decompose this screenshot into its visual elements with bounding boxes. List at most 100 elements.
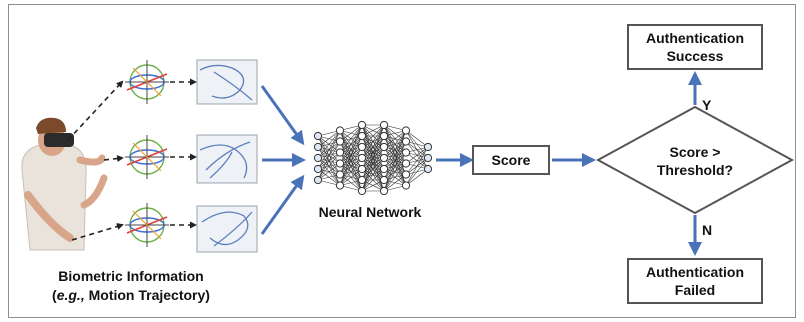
nn-node — [335, 159, 345, 168]
nn-node — [313, 164, 323, 174]
caption-rest: Motion Trajectory) — [84, 287, 210, 303]
nn-node — [401, 181, 411, 190]
diagram-frame — [8, 4, 796, 318]
no-label: N — [702, 222, 713, 238]
nn-node — [357, 131, 367, 141]
nn-edge — [317, 163, 341, 181]
network-label: Neural Network — [318, 204, 422, 220]
vr-user-figure — [21, 117, 108, 251]
nn-node — [379, 164, 389, 174]
input-caption-line2: (e.g., Motion Trajectory) — [26, 286, 236, 305]
nn-node — [357, 153, 367, 163]
input-caption-line1: Biometric Information — [58, 268, 204, 284]
motion-axis-icon — [125, 60, 169, 104]
nn-edge — [383, 174, 407, 192]
score-label: Score — [491, 152, 531, 168]
nn-edge — [405, 146, 429, 186]
nn-edge — [339, 157, 363, 186]
caption-italic: e.g., — [56, 287, 85, 303]
nn-node — [313, 131, 323, 141]
nn-edge — [339, 124, 363, 153]
input-arrows — [260, 85, 306, 235]
nn-node — [335, 148, 345, 157]
failed-line2: Failed — [674, 282, 716, 298]
motion-axis-icon — [125, 203, 169, 247]
nn-edge — [339, 168, 363, 186]
nn-edge — [405, 146, 429, 164]
nn-node — [357, 142, 367, 152]
decision-label: Score > Threshold? — [620, 143, 770, 179]
nn-edge — [383, 163, 407, 192]
success-line2: Success — [666, 48, 724, 64]
nn-edge — [339, 146, 363, 186]
nn-edge — [339, 124, 363, 175]
success-line1: Authentication — [646, 30, 744, 46]
nn-edge — [317, 130, 341, 170]
nn-node — [313, 142, 323, 152]
nn-node — [379, 175, 389, 185]
input-caption: Biometric Information (e.g., Motion Traj… — [26, 267, 236, 305]
nn-node — [401, 137, 411, 146]
nn-node — [379, 142, 389, 152]
nn-node — [357, 186, 367, 196]
nn-node — [335, 181, 345, 190]
nn-node — [357, 164, 367, 174]
neural-network-icon — [313, 120, 433, 196]
nn-edge — [405, 168, 429, 186]
nn-edge — [361, 124, 385, 148]
nn-edge — [383, 130, 407, 148]
nn-node — [423, 142, 433, 152]
nn-node — [379, 153, 389, 163]
yes-label: Y — [702, 97, 712, 113]
trajectory-plot — [196, 134, 258, 184]
trajectory-plot — [196, 205, 258, 253]
nn-node — [335, 170, 345, 179]
nn-edge — [317, 130, 341, 159]
caption-paren: ( — [52, 287, 57, 303]
nn-node — [401, 148, 411, 157]
nn-edge — [339, 124, 363, 164]
nn-node — [313, 153, 323, 163]
nn-edge — [339, 124, 363, 142]
nn-edge — [361, 146, 385, 192]
nn-node — [379, 120, 389, 130]
nn-node — [401, 126, 411, 135]
nn-node — [335, 126, 345, 135]
nn-node — [401, 170, 411, 179]
nn-edge — [317, 152, 341, 181]
nn-edge — [361, 168, 385, 192]
nn-edge — [317, 141, 341, 181]
score-box: Score — [472, 145, 550, 175]
nn-edge — [405, 146, 429, 175]
nn-node — [357, 175, 367, 185]
nn-edge — [339, 135, 363, 186]
nn-edge — [317, 130, 341, 148]
nn-edge — [405, 157, 429, 186]
nn-node — [423, 153, 433, 163]
decision-line2: Threshold? — [656, 162, 734, 178]
nn-edge — [383, 130, 407, 181]
failed-line1: Authentication — [646, 264, 744, 280]
trajectory-plot — [196, 59, 258, 105]
nn-edge — [361, 157, 385, 192]
success-box: Authentication Success — [627, 24, 763, 70]
sensor-arrows — [67, 78, 197, 241]
nn-edge — [383, 130, 407, 170]
nn-node — [423, 164, 433, 174]
nn-node — [379, 131, 389, 141]
nn-edge — [317, 130, 341, 181]
nn-edge — [405, 130, 429, 148]
nn-node — [379, 186, 389, 196]
nn-node — [313, 175, 323, 185]
nn-edge — [361, 124, 385, 159]
nn-edge — [383, 130, 407, 159]
nn-node — [357, 120, 367, 130]
nn-edge — [383, 152, 407, 192]
nn-edge — [361, 124, 385, 170]
nn-node — [335, 137, 345, 146]
decision-line1: Score > — [669, 144, 721, 160]
failed-box: Authentication Failed — [627, 258, 763, 304]
decision-diamond — [595, 105, 795, 215]
nn-edge — [383, 141, 407, 192]
